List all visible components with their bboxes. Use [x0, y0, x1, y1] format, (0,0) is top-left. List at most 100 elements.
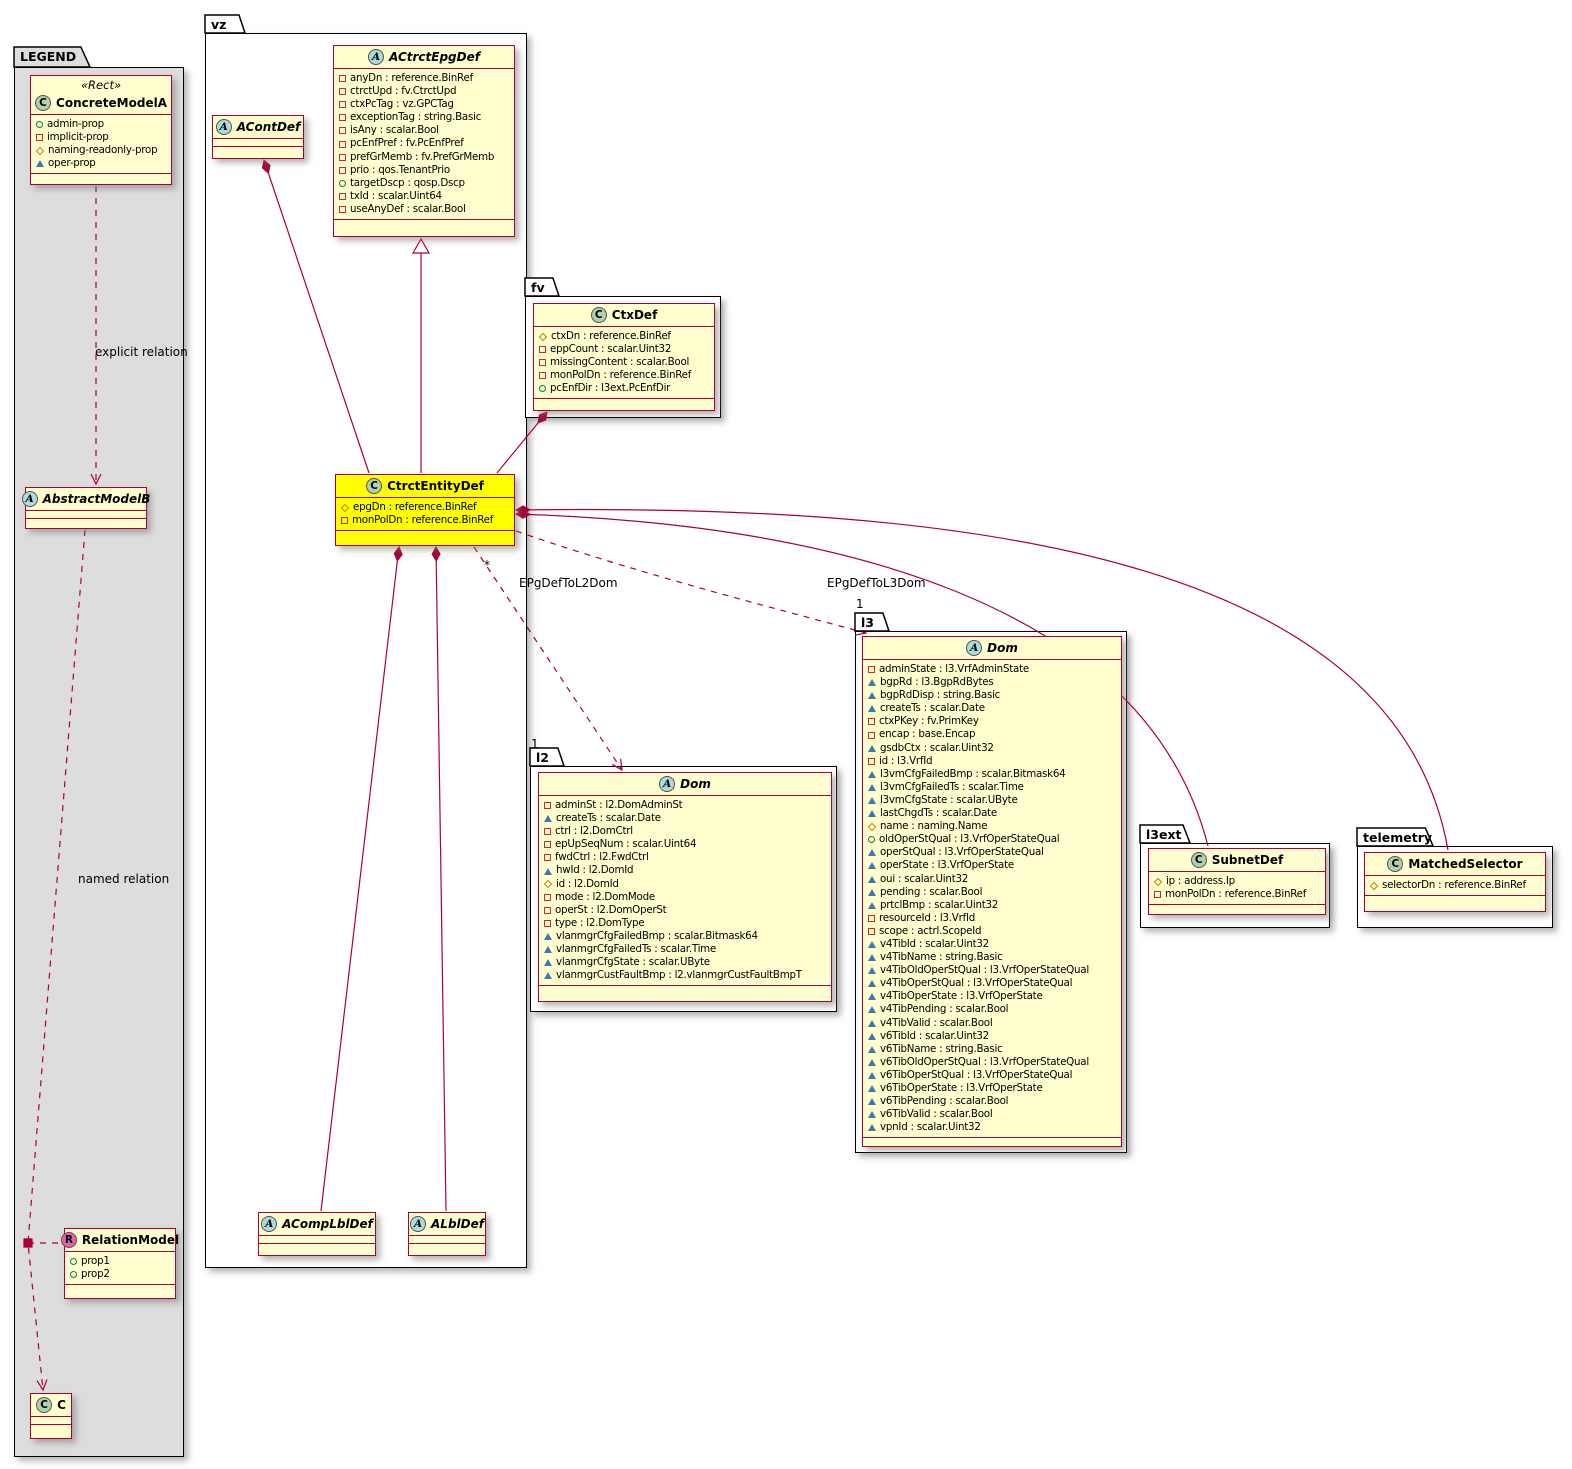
square-visibility-icon: [339, 127, 346, 135]
class-property: v4TibPending : scalar.Bool: [868, 1003, 1116, 1016]
package-tab-l3ext: l3ext: [1140, 825, 1190, 843]
square-visibility-icon: [544, 841, 551, 849]
square-visibility-icon: [339, 153, 346, 161]
triangle-visibility-icon: [868, 1006, 876, 1014]
triangle-visibility-icon: [868, 941, 876, 949]
diamond-visibility-icon: [538, 332, 548, 341]
class-property: ctxDn : reference.BinRef: [538, 330, 709, 343]
class-property: pending : scalar.Bool: [868, 886, 1116, 899]
class-property: vlanmgrCfgFailedTs : scalar.Time: [544, 943, 826, 956]
square-visibility-icon: [1154, 891, 1161, 899]
class-property: encap : base.Encap: [868, 728, 1116, 741]
class-property: ctrl : l2.DomCtrl: [544, 825, 826, 838]
class-property: monPolDn : reference.BinRef: [1154, 888, 1320, 901]
circle-visibility-icon: [339, 179, 346, 187]
triangle-visibility-icon: [868, 744, 876, 752]
class-name: RelationModel: [81, 1233, 180, 1247]
triangle-visibility-icon: [544, 815, 552, 823]
class-property: ctrctUpd : fv.CtrctUpd: [339, 85, 509, 98]
square-visibility-icon: [339, 166, 346, 174]
square-visibility-icon: [868, 718, 875, 726]
class-property: vlanmgrCfgFailedBmp : scalar.Bitmask64: [544, 930, 826, 943]
class-property: useAnyDef : scalar.Bool: [339, 203, 509, 216]
methods-compartment: [336, 530, 514, 545]
class-property: epUpSeqNum : scalar.Uint64: [544, 838, 826, 851]
methods-compartment: [213, 146, 303, 158]
class-property: resourceId : l3.VrfId: [868, 912, 1116, 925]
methods-compartment: [65, 1284, 175, 1298]
triangle-visibility-icon: [868, 679, 876, 687]
class-spot-icon: C: [1387, 856, 1404, 872]
class-title: C SubnetDef: [1149, 849, 1325, 871]
triangle-visibility-icon: [868, 888, 876, 896]
square-visibility-icon: [339, 75, 346, 83]
class-acomplbldef: A ACompLblDef: [258, 1212, 376, 1256]
class-property: v4TibValid : scalar.Bool: [868, 1017, 1116, 1030]
package-tab-shape: [205, 15, 245, 33]
triangle-visibility-icon: [868, 1058, 876, 1066]
abstract-spot-icon: A: [410, 1216, 427, 1232]
edge-multiplicity-one-l2: 1: [531, 737, 539, 751]
abstract-spot-icon: A: [21, 491, 38, 507]
square-visibility-icon: [539, 359, 546, 367]
class-property: bgpRdDisp : string.Basic: [868, 689, 1116, 702]
class-property: pcEnfDir : l3ext.PcEnfDir: [539, 382, 709, 395]
methods-compartment: [534, 398, 714, 410]
square-visibility-icon: [868, 757, 875, 765]
methods-compartment: [26, 518, 146, 528]
package-tab-vz: vz: [205, 15, 245, 33]
class-property: v6TibOldOperStQual : l3.VrfOperStateQual: [868, 1056, 1116, 1069]
class-property: ip : address.Ip: [1153, 875, 1320, 888]
triangle-visibility-icon: [868, 705, 876, 713]
triangle-visibility-icon: [868, 1032, 876, 1040]
fields-compartment: [213, 138, 303, 146]
circle-visibility-icon: [868, 836, 875, 844]
class-name: Dom: [680, 777, 711, 791]
square-visibility-icon: [544, 893, 551, 901]
square-visibility-icon: [544, 802, 551, 810]
triangle-visibility-icon: [868, 1071, 876, 1079]
package-label: fv: [531, 280, 545, 295]
class-name: CtrctEntityDef: [387, 479, 484, 493]
package-tab-legend: LEGEND: [14, 47, 90, 67]
class-property: oldOperStQual : l3.VrfOperStateQual: [868, 833, 1116, 846]
class-spot-icon: C: [35, 95, 52, 111]
class-property: txId : scalar.Uint64: [339, 190, 509, 203]
diamond-visibility-icon: [35, 146, 45, 155]
class-property: v6TibId : scalar.Uint32: [868, 1030, 1116, 1043]
class-property: anyDn : reference.BinRef: [339, 72, 509, 85]
diamond-visibility-icon: [1153, 877, 1163, 886]
class-property: oper-prop: [36, 157, 166, 170]
class-property: adminState : l3.VrfAdminState: [868, 663, 1116, 676]
square-visibility-icon: [544, 854, 551, 862]
abstract-spot-icon: A: [215, 119, 232, 135]
class-property: id : l2.DomId: [543, 878, 826, 891]
class-property: monPolDn : reference.BinRef: [341, 514, 509, 527]
class-property: naming-readonly-prop: [35, 144, 166, 157]
fields-compartment: [259, 1235, 375, 1243]
abstract-spot-icon: A: [261, 1216, 278, 1232]
class-property: oui : scalar.Uint32: [868, 873, 1116, 886]
methods-compartment: [334, 219, 514, 236]
edge-label-epgdeftol2dom: EPgDefToL2Dom: [519, 576, 618, 590]
class-property: name : naming.Name: [867, 820, 1116, 833]
triangle-visibility-icon: [868, 770, 876, 778]
class-property: hwId : l2.DomId: [544, 864, 826, 877]
class-name: Dom: [987, 641, 1018, 655]
class-property: selectorDn : reference.BinRef: [1369, 879, 1540, 892]
class-property: adminSt : l2.DomAdminSt: [544, 799, 826, 812]
class-title: A AContDef: [213, 116, 303, 138]
square-visibility-icon: [341, 517, 348, 525]
square-visibility-icon: [544, 906, 551, 914]
methods-compartment: [31, 1424, 71, 1438]
class-property: v4TibOldOperStQual : l3.VrfOperStateQual: [868, 964, 1116, 977]
class-property: l3vmCfgState : scalar.UByte: [868, 794, 1116, 807]
class-property: v6TibValid : scalar.Bool: [868, 1108, 1116, 1121]
